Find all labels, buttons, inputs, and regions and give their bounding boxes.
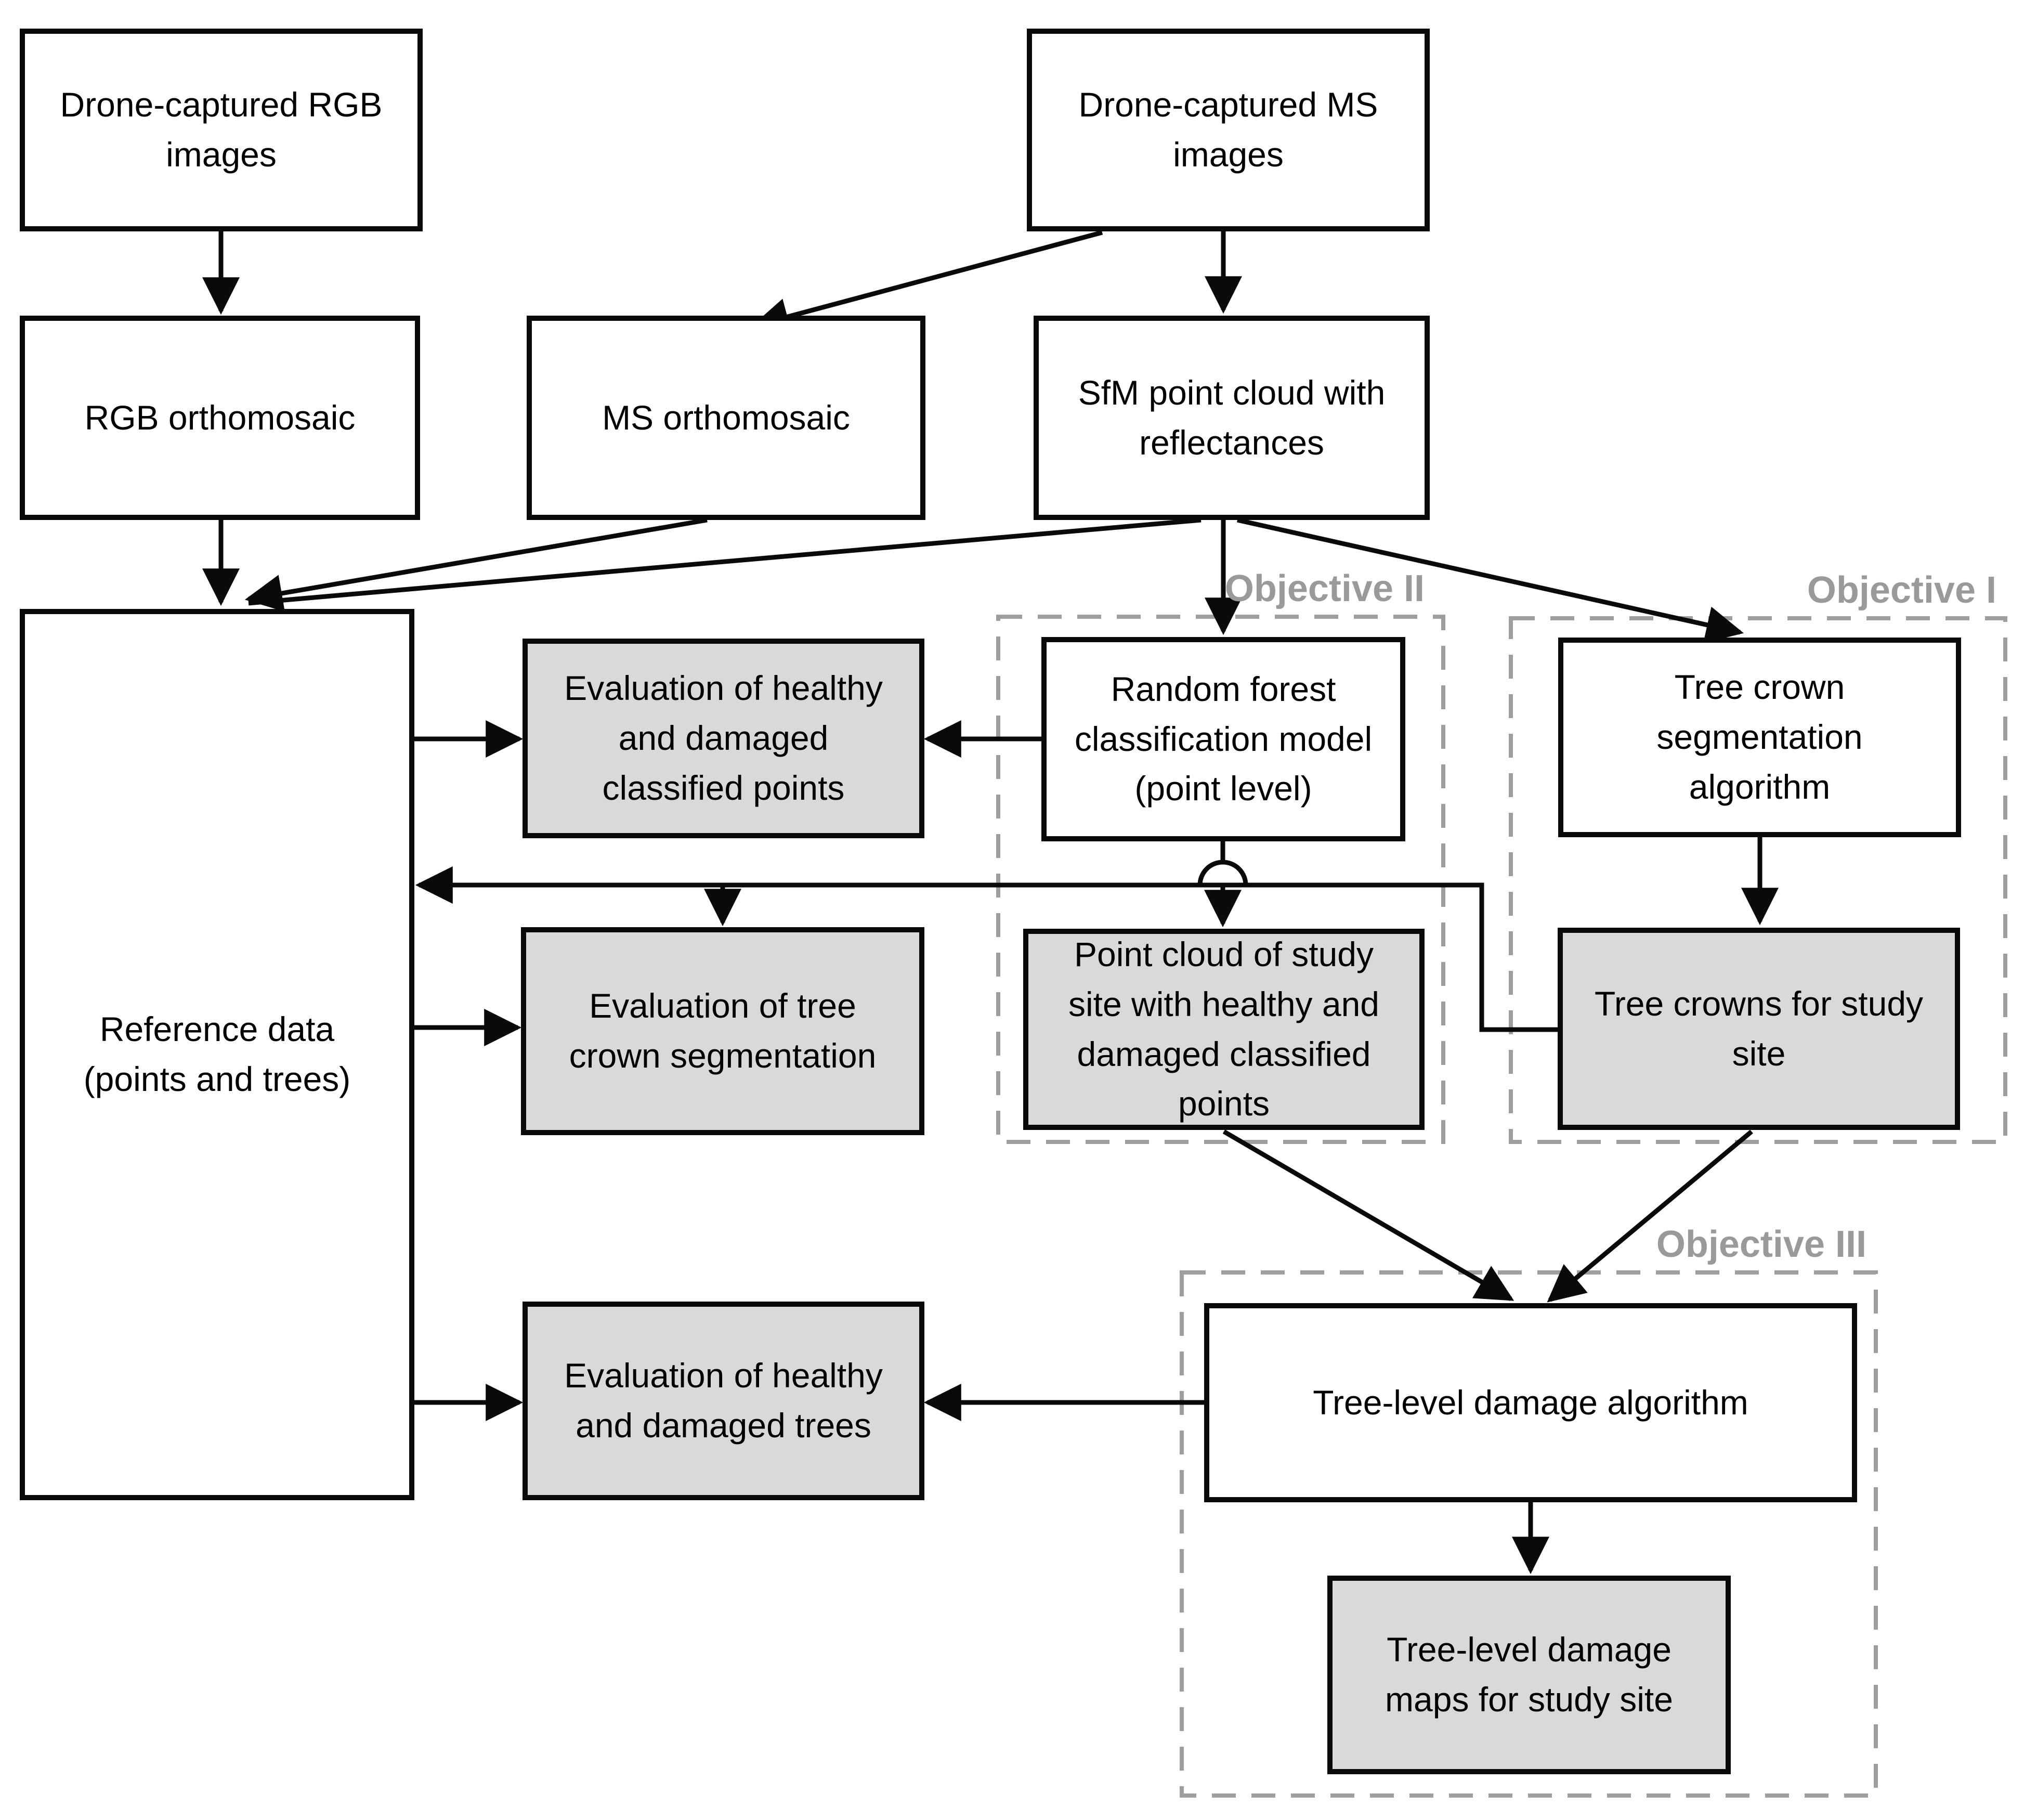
node-rgb-orthomosaic: RGB orthomosaic <box>20 316 420 520</box>
line-hop-over-crossing <box>1197 860 1248 886</box>
arrow-sfm-to-crown-algo <box>1237 517 1744 644</box>
arrow-point-cloud-to-damage-algo <box>1222 1129 1514 1301</box>
group-objective2-border <box>996 615 1445 1144</box>
node-reference-data: Reference data (points and trees) <box>20 609 414 1500</box>
arrow-tree-crowns-to-damage-algo <box>1547 1129 1753 1303</box>
arrow-tree-crowns-to-reference <box>415 866 1560 1032</box>
group-label-objective1: Objective I <box>1807 569 1996 611</box>
node-tree-level-damage-algorithm: Tree-level damage algorithm <box>1204 1303 1857 1502</box>
node-ms-orthomosaic: MS orthomosaic <box>527 316 925 520</box>
node-eval-classified-points: Evaluation of healthy and damaged classi… <box>523 639 924 838</box>
line-sfm-to-reference <box>248 517 1202 606</box>
node-eval-crown-segmentation: Evaluation of tree crown segmentation <box>521 927 924 1135</box>
node-sfm-point-cloud: SfM point cloud with reflectances <box>1034 316 1430 520</box>
node-random-forest-model: Random forest classification model (poin… <box>1041 637 1405 841</box>
arrow-drone-ms-to-ms-ortho <box>751 230 1103 335</box>
node-tree-crown-segmentation-algorithm: Tree crown segmentation algorithm <box>1558 638 1961 837</box>
group-label-objective3: Objective III <box>1656 1224 1866 1265</box>
group-label-objective2: Objective II <box>1224 568 1425 609</box>
node-tree-crowns-study-site: Tree crowns for study site <box>1558 928 1960 1130</box>
node-eval-damaged-trees: Evaluation of healthy and damaged trees <box>523 1302 924 1500</box>
node-point-cloud-study-site: Point cloud of study site with healthy a… <box>1023 929 1425 1130</box>
node-drone-ms-images: Drone-captured MS images <box>1027 29 1430 231</box>
group-objective3-border <box>1180 1270 1878 1798</box>
group-objective1-border <box>1509 616 2007 1144</box>
arrow-ms-ortho-to-reference <box>244 517 708 612</box>
node-drone-rgb-images: Drone-captured RGB images <box>20 29 423 231</box>
node-tree-level-damage-maps: Tree-level damage maps for study site <box>1327 1576 1731 1774</box>
